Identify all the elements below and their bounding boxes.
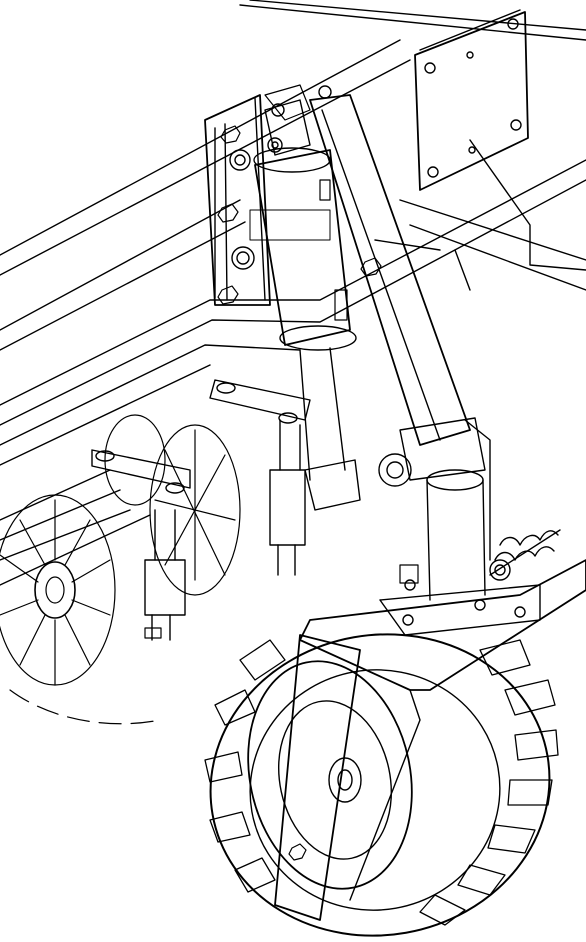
frame-beam <box>0 0 586 586</box>
tire <box>204 633 559 937</box>
support-arm <box>309 94 491 561</box>
hydraulic-cylinder <box>253 99 382 511</box>
mounting-plate <box>414 9 529 191</box>
spring-tensioner <box>489 529 561 581</box>
wheel-hub <box>247 660 413 890</box>
wheel-fork <box>274 634 421 921</box>
linkage-bars <box>91 379 311 641</box>
bracket-plate <box>204 84 332 306</box>
wheel-mount-plate <box>299 469 586 691</box>
disc-blades <box>0 414 241 725</box>
